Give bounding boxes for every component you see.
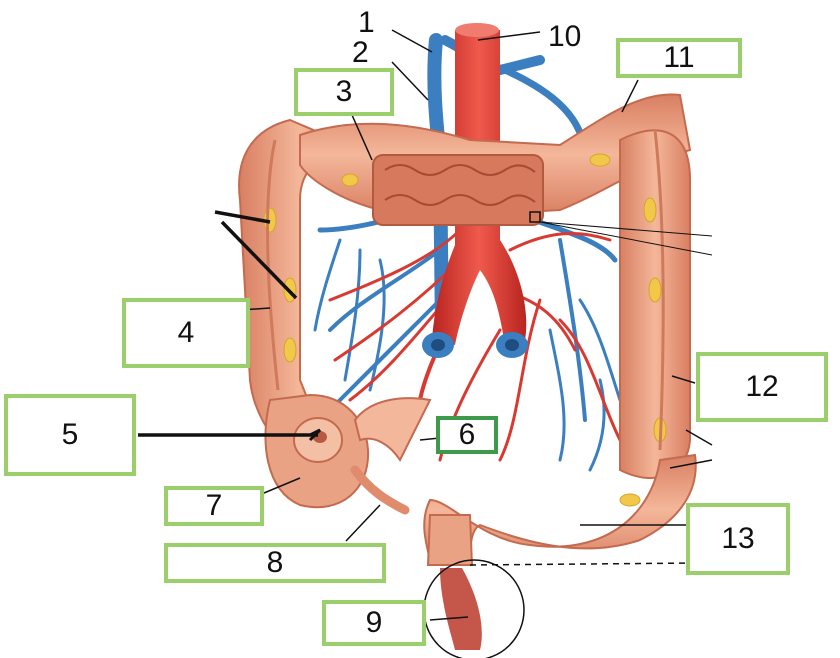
rectum	[426, 514, 474, 566]
label-box-13[interactable]: 13	[686, 503, 790, 575]
label-7: 7	[205, 489, 223, 522]
leader-lines	[138, 29, 713, 621]
label-10: 10	[548, 20, 582, 53]
label-box-12[interactable]: 12	[696, 352, 828, 422]
label-13: 13	[721, 522, 755, 555]
label-4: 4	[177, 316, 195, 349]
ileum	[353, 397, 432, 462]
appendix	[350, 465, 410, 515]
label-box-4[interactable]: 4	[122, 298, 250, 368]
label-8: 8	[266, 546, 284, 579]
label-5: 5	[61, 418, 79, 451]
label-box-7[interactable]: 7	[164, 486, 264, 526]
label-3: 3	[335, 75, 353, 108]
label-1: 1	[358, 6, 375, 39]
label-12: 12	[745, 370, 779, 403]
anal-canal	[440, 568, 482, 650]
label-box-8[interactable]: 8	[164, 543, 386, 583]
label-box-5[interactable]: 5	[4, 394, 136, 476]
label-box-9[interactable]: 9	[322, 600, 426, 646]
label-2: 2	[352, 36, 369, 69]
label-box-3[interactable]: 3	[294, 68, 394, 116]
label-11: 11	[663, 41, 695, 74]
label-6: 6	[458, 418, 476, 451]
label-box-11[interactable]: 11	[616, 38, 742, 78]
label-9: 9	[365, 606, 383, 639]
label-box-6[interactable]: 6	[436, 416, 498, 454]
